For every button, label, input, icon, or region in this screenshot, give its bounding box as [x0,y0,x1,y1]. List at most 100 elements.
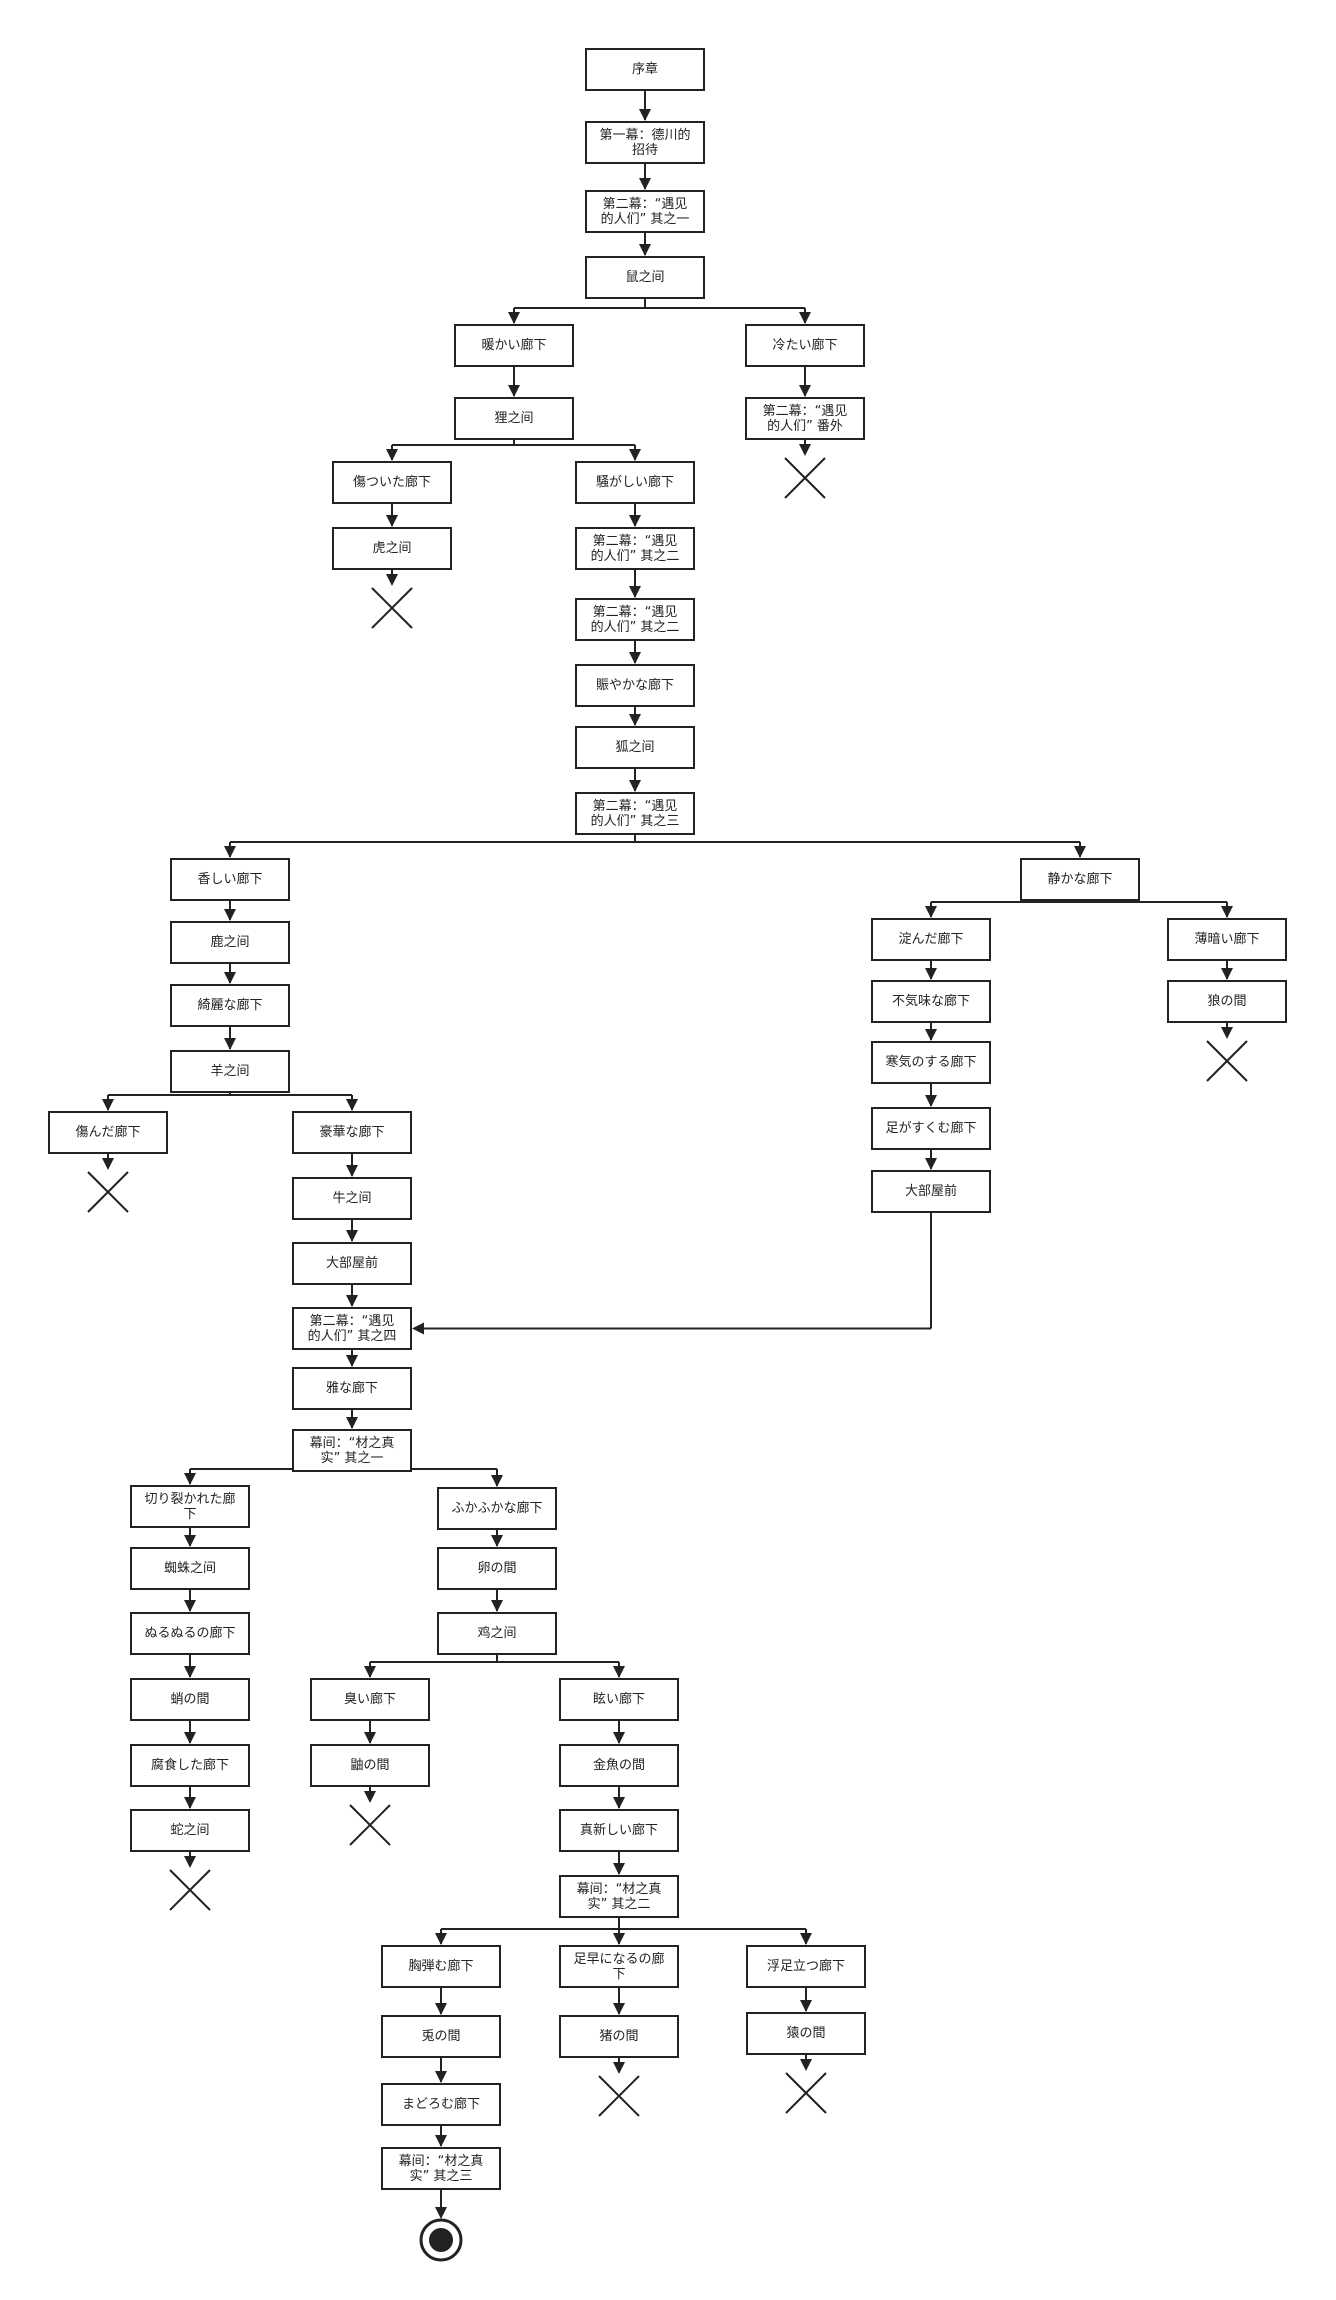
node-snake-room[interactable]: 蛇之间 [130,1809,250,1852]
arrow-head [224,909,236,921]
node-warm-corridor[interactable]: 暖かい廊下 [454,324,574,367]
node-wounded-corridor[interactable]: 傷ついた廊下 [332,461,452,504]
arrow-head [925,1029,937,1041]
node-hurried-corridor[interactable]: 足早になるの廊 下 [559,1945,679,1988]
x-mark-icon [169,1869,211,1911]
node-lively-corridor[interactable]: 賑やかな廊下 [575,664,695,707]
node-rabbit-room[interactable]: 兎の間 [381,2015,501,2058]
node-eerie-corridor[interactable]: 不気味な廊下 [871,980,991,1023]
node-dim-corridor[interactable]: 薄暗い廊下 [1167,918,1287,961]
arrow-head [925,906,937,918]
node-boar-room[interactable]: 猪の間 [559,2015,679,2058]
node-tiger-room[interactable]: 虎之间 [332,527,452,570]
arrow-head [224,846,236,858]
node-act2-part3[interactable]: 第二幕：“遇见 的人们” 其之三 [575,792,695,835]
arrow-head [346,1230,358,1242]
node-rat-room[interactable]: 鼠之间 [585,256,705,299]
node-act2-part2-a[interactable]: 第二幕：“遇见 的人们” 其之二 [575,527,695,570]
node-fox-room[interactable]: 狐之间 [575,726,695,769]
arrow-head [1221,906,1233,918]
node-act1-tokugawa[interactable]: 第一幕：德川的 招待 [585,121,705,164]
arrow-head [491,1475,503,1487]
arrow-head [491,1535,503,1547]
node-corroded-corridor[interactable]: 腐食した廊下 [130,1744,250,1787]
node-act2-extra[interactable]: 第二幕：“遇见 的人们” 番外 [745,397,865,440]
node-octopus-room[interactable]: 蛸の間 [130,1678,250,1721]
node-restless-corridor[interactable]: 浮足立つ廊下 [746,1945,866,1988]
arrow-head [508,385,520,397]
arrow-head [1221,968,1233,980]
node-great-hall-front-left[interactable]: 大部屋前 [292,1242,412,1285]
arrow-head [799,385,811,397]
node-monkey-room[interactable]: 猿の間 [746,2012,866,2055]
node-quiet-corridor[interactable]: 静かな廊下 [1020,858,1140,901]
node-beautiful-corridor[interactable]: 綺麗な廊下 [170,984,290,1027]
node-act2-part1[interactable]: 第二幕：“遇见 的人们” 其之一 [585,190,705,233]
node-slimy-corridor[interactable]: ぬるぬるの廊下 [130,1612,250,1655]
x-mark-icon [1206,1040,1248,1082]
arrow-head [613,1732,625,1744]
node-dazzling-corridor[interactable]: 眩い廊下 [559,1678,679,1721]
arrow-head [364,1666,376,1678]
arrow-head [925,1095,937,1107]
arrow-head [639,178,651,190]
node-tanuki-room[interactable]: 狸之间 [454,397,574,440]
arrow-head [435,2003,447,2015]
x-mark-icon [349,1804,391,1846]
arrow-head [364,1732,376,1744]
node-excited-corridor[interactable]: 胸弾む廊下 [381,1945,501,1988]
node-drowsy-corridor[interactable]: まどろむ廊下 [381,2083,501,2126]
node-wolf-room[interactable]: 狼の間 [1167,980,1287,1023]
node-interlude-part2[interactable]: 幕间：“材之真 实” 其之二 [559,1875,679,1918]
node-stagnant-corridor[interactable]: 淀んだ廊下 [871,918,991,961]
node-chilly-corridor[interactable]: 寒気のする廊下 [871,1041,991,1084]
node-prologue[interactable]: 序章 [585,48,705,91]
node-luxurious-corridor[interactable]: 豪華な廊下 [292,1111,412,1154]
arrow-head [346,1417,358,1429]
x-mark-icon [598,2075,640,2117]
node-chicken-room[interactable]: 鸡之间 [437,1612,557,1655]
node-act2-part2-b[interactable]: 第二幕：“遇见 的人们” 其之二 [575,598,695,641]
arrow-head [184,1666,196,1678]
arrow-head [184,1535,196,1547]
node-frozen-feet-corridor[interactable]: 足がすくむ廊下 [871,1107,991,1150]
node-cold-corridor[interactable]: 冷たい廊下 [745,324,865,367]
arrow-head [799,312,811,324]
node-goldfish-room[interactable]: 金魚の間 [559,1744,679,1787]
node-act2-part4[interactable]: 第二幕：“遇见 的人们” 其之四 [292,1307,412,1350]
node-noisy-corridor[interactable]: 騒がしい廊下 [575,461,695,504]
node-spider-room[interactable]: 蜘蛛之间 [130,1547,250,1590]
node-interlude-part3[interactable]: 幕间：“材之真 实” 其之三 [381,2147,501,2190]
arrow-head [491,1600,503,1612]
arrow-head [435,1933,447,1945]
node-ox-room[interactable]: 牛之间 [292,1177,412,1220]
arrow-head [435,2071,447,2083]
node-egg-room[interactable]: 卵の間 [437,1547,557,1590]
arrow-head [386,449,398,461]
node-fluffy-corridor[interactable]: ふかふかな廊下 [437,1487,557,1530]
node-brand-new-corridor[interactable]: 真新しい廊下 [559,1809,679,1852]
arrow-head [629,449,641,461]
x-mark-icon [784,457,826,499]
arrow-head [800,2059,812,2071]
node-damaged-corridor[interactable]: 傷んだ廊下 [48,1111,168,1154]
node-deer-room[interactable]: 鹿之间 [170,921,290,964]
arrow-head [1074,846,1086,858]
node-weasel-room[interactable]: 鼬の間 [310,1744,430,1787]
node-slashed-corridor[interactable]: 切り裂かれた廊 下 [130,1485,250,1528]
arrow-head [613,2003,625,2015]
node-elegant-corridor[interactable]: 雅な廊下 [292,1367,412,1410]
arrow-head [639,244,651,256]
node-smelly-corridor[interactable]: 臭い廊下 [310,1678,430,1721]
node-great-hall-front-right[interactable]: 大部屋前 [871,1170,991,1213]
arrow-head [629,652,641,664]
arrow-head [364,1791,376,1803]
arrow-head [629,586,641,598]
arrow-head [508,312,520,324]
node-interlude-part1[interactable]: 幕间：“材之真 实” 其之一 [292,1429,412,1472]
node-fragrant-corridor[interactable]: 香しい廊下 [170,858,290,901]
node-sheep-room[interactable]: 羊之间 [170,1050,290,1093]
x-mark-icon [785,2072,827,2114]
arrow-head [184,1856,196,1868]
